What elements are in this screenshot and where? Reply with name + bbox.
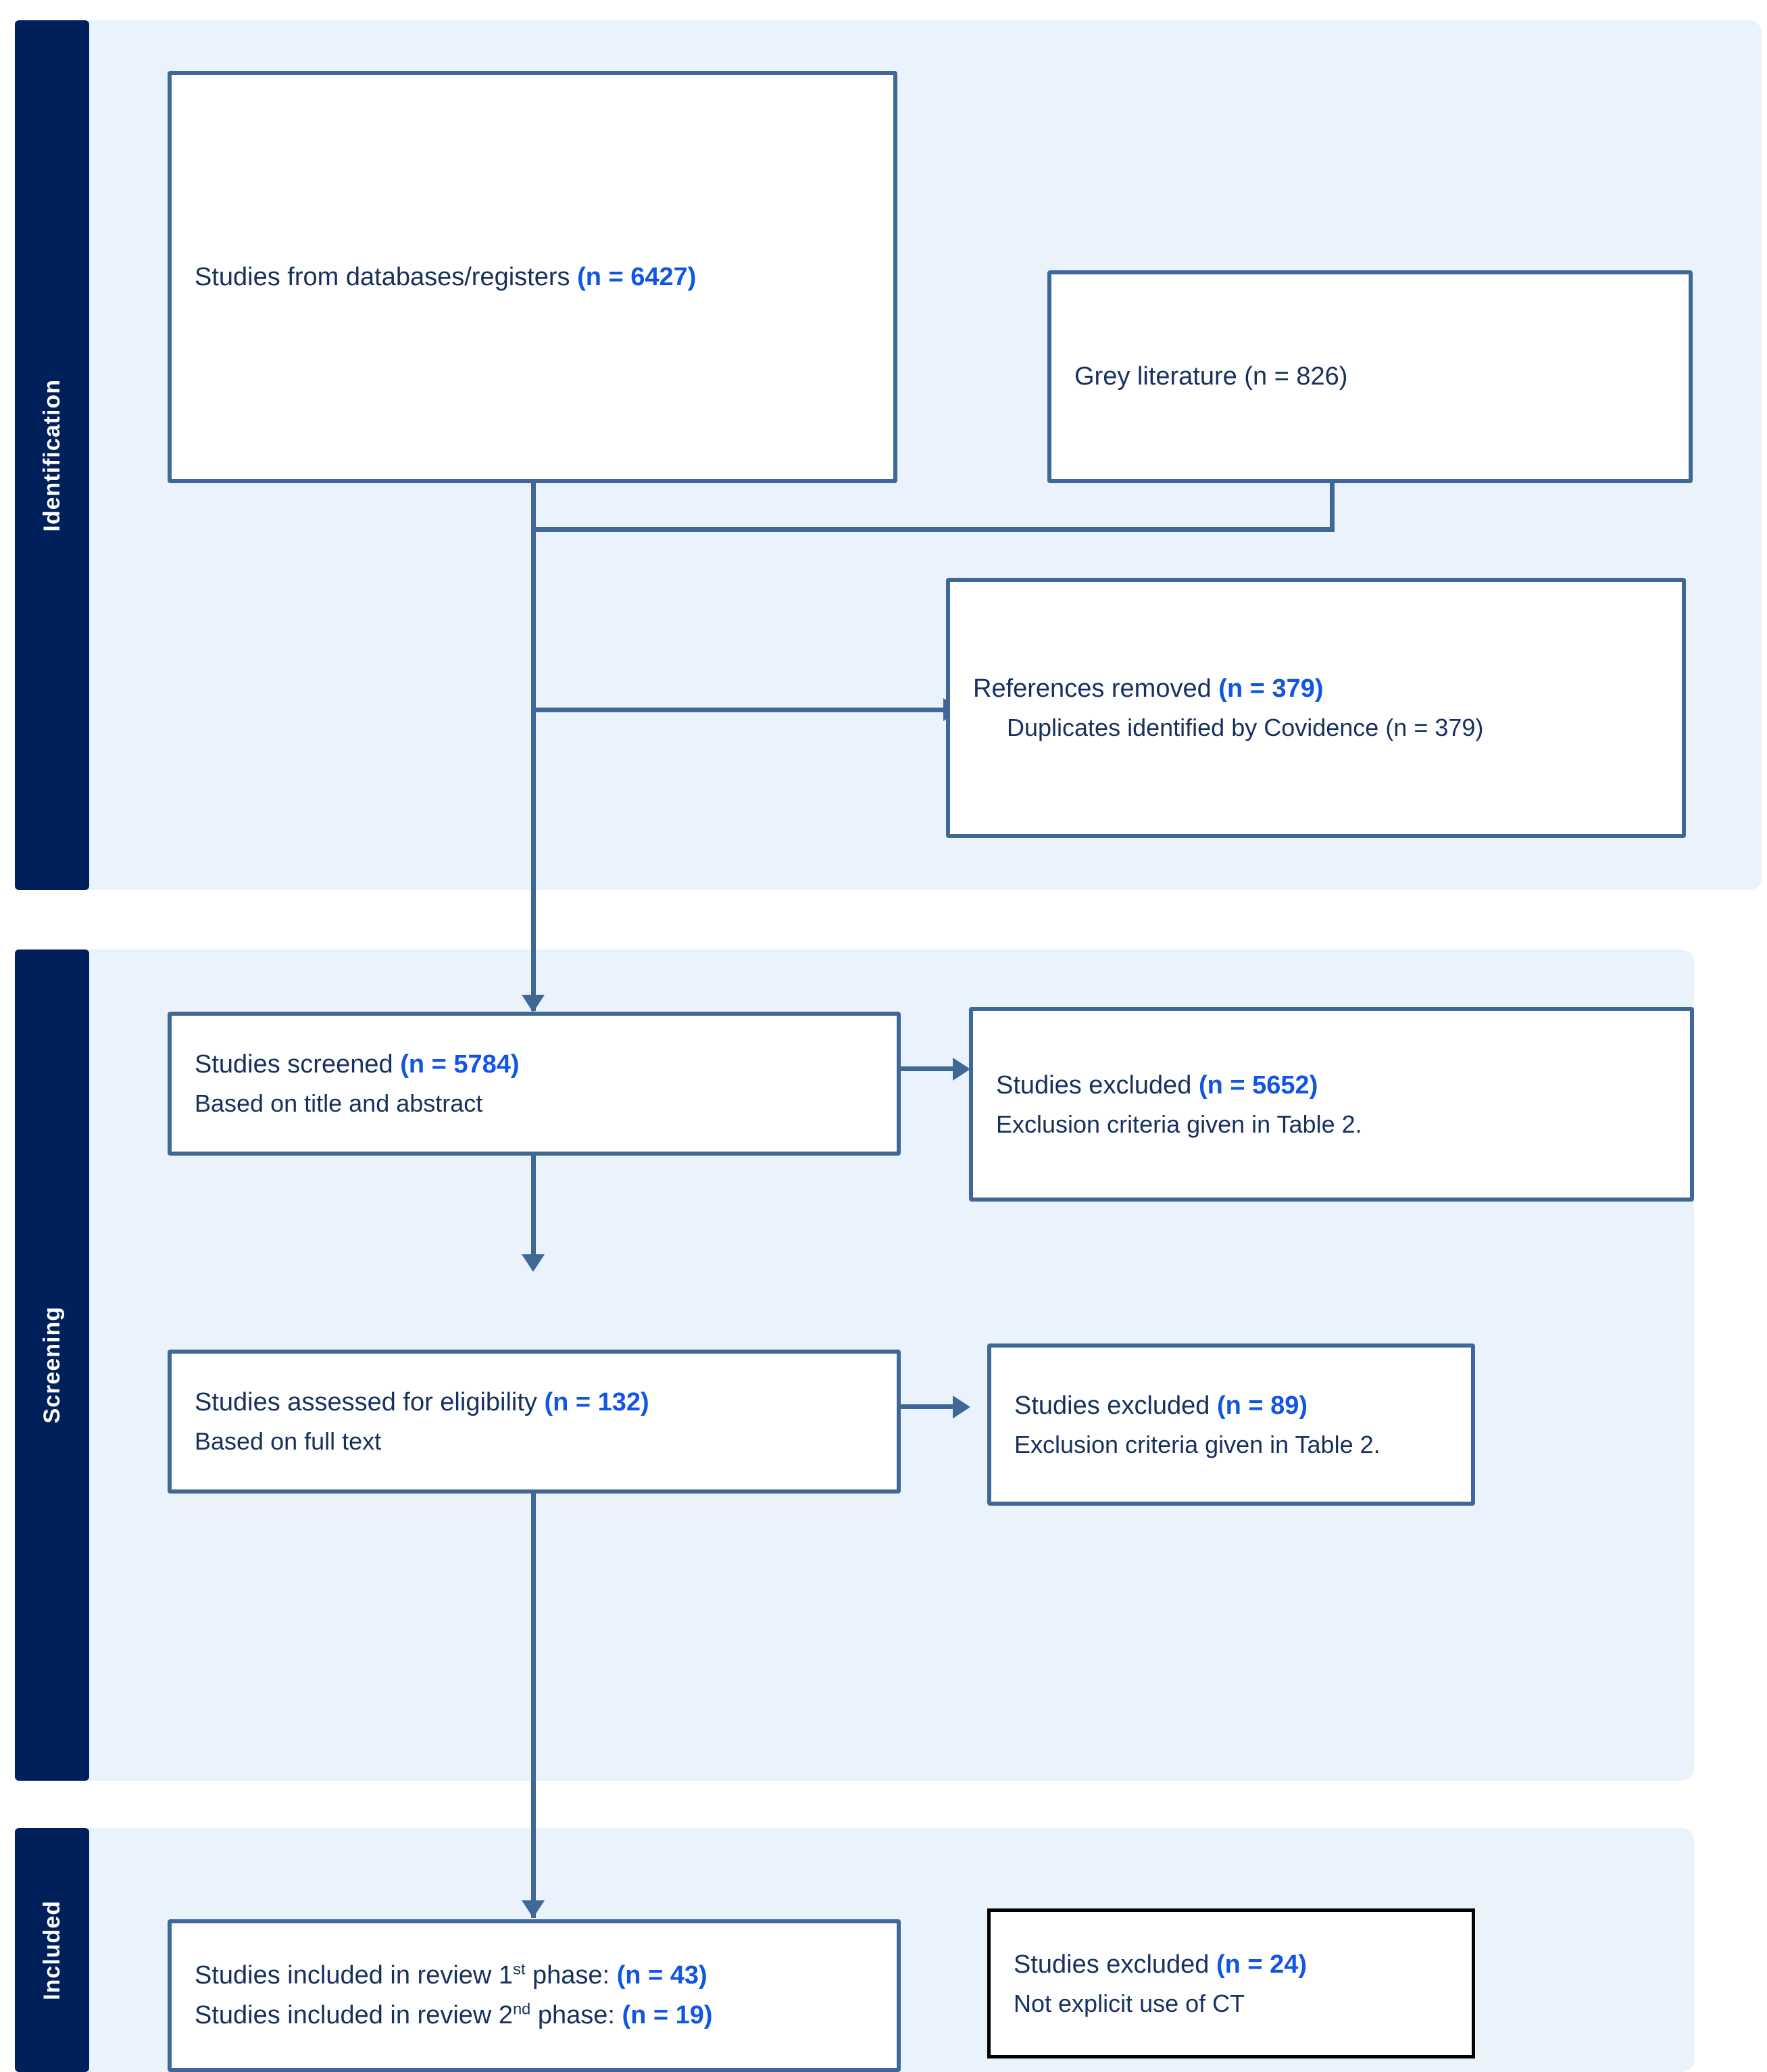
databases-count: (n = 6427) bbox=[577, 262, 697, 291]
databases-line-1: Studies from databases/registers (n = 64… bbox=[195, 262, 697, 291]
arrow-assessed-to-excluded bbox=[953, 1396, 970, 1419]
arrow-screened-to-excluded bbox=[953, 1058, 970, 1081]
included-review-count-2: (n = 19) bbox=[622, 2001, 713, 2029]
connector-screened-to-assessed bbox=[531, 1156, 536, 1257]
box-grey-literature[interactable]: Grey literature (n = 826) bbox=[1047, 270, 1693, 483]
box-excluded-included[interactable]: Studies excluded (n = 24) Not explicit u… bbox=[987, 1908, 1475, 2058]
box-references-removed[interactable]: References removed (n = 379) Duplicates … bbox=[946, 578, 1686, 838]
arrow-to-studies-screened bbox=[522, 995, 545, 1012]
excluded-screening-line-2: Exclusion criteria given in Table 2. bbox=[996, 1110, 1362, 1138]
assessed-eligibility-line-2: Based on full text bbox=[195, 1427, 382, 1456]
excluded-included-line-1: Studies excluded (n = 24) bbox=[1014, 1950, 1308, 1979]
excluded-included-count: (n = 24) bbox=[1216, 1950, 1308, 1979]
studies-screened-line-2: Based on title and abstract bbox=[195, 1089, 483, 1118]
excluded-screening-line-1: Studies excluded (n = 5652) bbox=[996, 1070, 1318, 1100]
connector-screened-to-excluded bbox=[900, 1066, 955, 1071]
excluded-eligibility-count: (n = 89) bbox=[1216, 1391, 1308, 1420]
stage-bar-included: Included bbox=[15, 1828, 89, 2072]
excluded-eligibility-line-2: Exclusion criteria given in Table 2. bbox=[1014, 1430, 1380, 1458]
studies-screened-line-1: Studies screened (n = 5784) bbox=[195, 1050, 520, 1079]
box-assessed-for-eligibility[interactable]: Studies assessed for eligibility (n = 13… bbox=[168, 1350, 901, 1494]
box-excluded-eligibility[interactable]: Studies excluded (n = 89) Exclusion crit… bbox=[987, 1343, 1475, 1506]
connector-databases-down bbox=[531, 481, 536, 527]
arrow-to-included bbox=[522, 1900, 545, 1918]
connector-merge-horizontal bbox=[531, 527, 1335, 532]
references-removed-count: (n = 379) bbox=[1218, 674, 1324, 704]
connector-assessed-to-excluded bbox=[900, 1404, 955, 1409]
assessed-eligibility-count: (n = 132) bbox=[544, 1388, 649, 1417]
connector-main-trunk bbox=[531, 527, 536, 1011]
box-studies-included[interactable]: Studies included in review 1st phase: (n… bbox=[168, 1919, 901, 2072]
included-review-count-1: (n = 43) bbox=[616, 1961, 707, 1990]
excluded-included-line-2: Not explicit use of CT bbox=[1014, 1989, 1245, 2017]
excluded-screening-count: (n = 5652) bbox=[1198, 1070, 1318, 1100]
included-review-line-2: Studies included in review 2nd phase: (n… bbox=[195, 2000, 713, 2029]
included-review-sup-2: nd bbox=[513, 2000, 531, 2018]
references-removed-line-1: References removed (n = 379) bbox=[973, 674, 1324, 704]
included-review-sup-1: st bbox=[513, 1960, 526, 1978]
included-review-line-1: Studies included in review 1st phase: (n… bbox=[195, 1960, 707, 1990]
box-studies-from-databases[interactable]: Studies from databases/registers (n = 64… bbox=[168, 71, 897, 483]
connector-grey-down bbox=[1330, 481, 1335, 527]
excluded-eligibility-line-1: Studies excluded (n = 89) bbox=[1014, 1391, 1308, 1420]
studies-screened-count: (n = 5784) bbox=[400, 1050, 520, 1079]
connector-assessed-to-included bbox=[531, 1492, 536, 1918]
stage-label-identification: Identification bbox=[39, 378, 65, 532]
arrow-screened-to-assessed bbox=[522, 1254, 545, 1272]
references-removed-line-2: Duplicates identified by Covidence (n = … bbox=[1007, 714, 1484, 742]
box-excluded-screening[interactable]: Studies excluded (n = 5652) Exclusion cr… bbox=[969, 1007, 1694, 1202]
stage-label-screening: Screening bbox=[39, 1306, 65, 1424]
grey-literature-line-1: Grey literature (n = 826) bbox=[1074, 362, 1348, 391]
connector-to-references-removed bbox=[531, 708, 946, 712]
stage-label-included: Included bbox=[39, 1900, 65, 2000]
assessed-eligibility-line-1: Studies assessed for eligibility (n = 13… bbox=[195, 1388, 649, 1417]
stage-bar-identification: Identification bbox=[15, 20, 89, 890]
box-studies-screened[interactable]: Studies screened (n = 5784) Based on tit… bbox=[168, 1012, 901, 1156]
stage-bar-screening: Screening bbox=[15, 949, 89, 1781]
